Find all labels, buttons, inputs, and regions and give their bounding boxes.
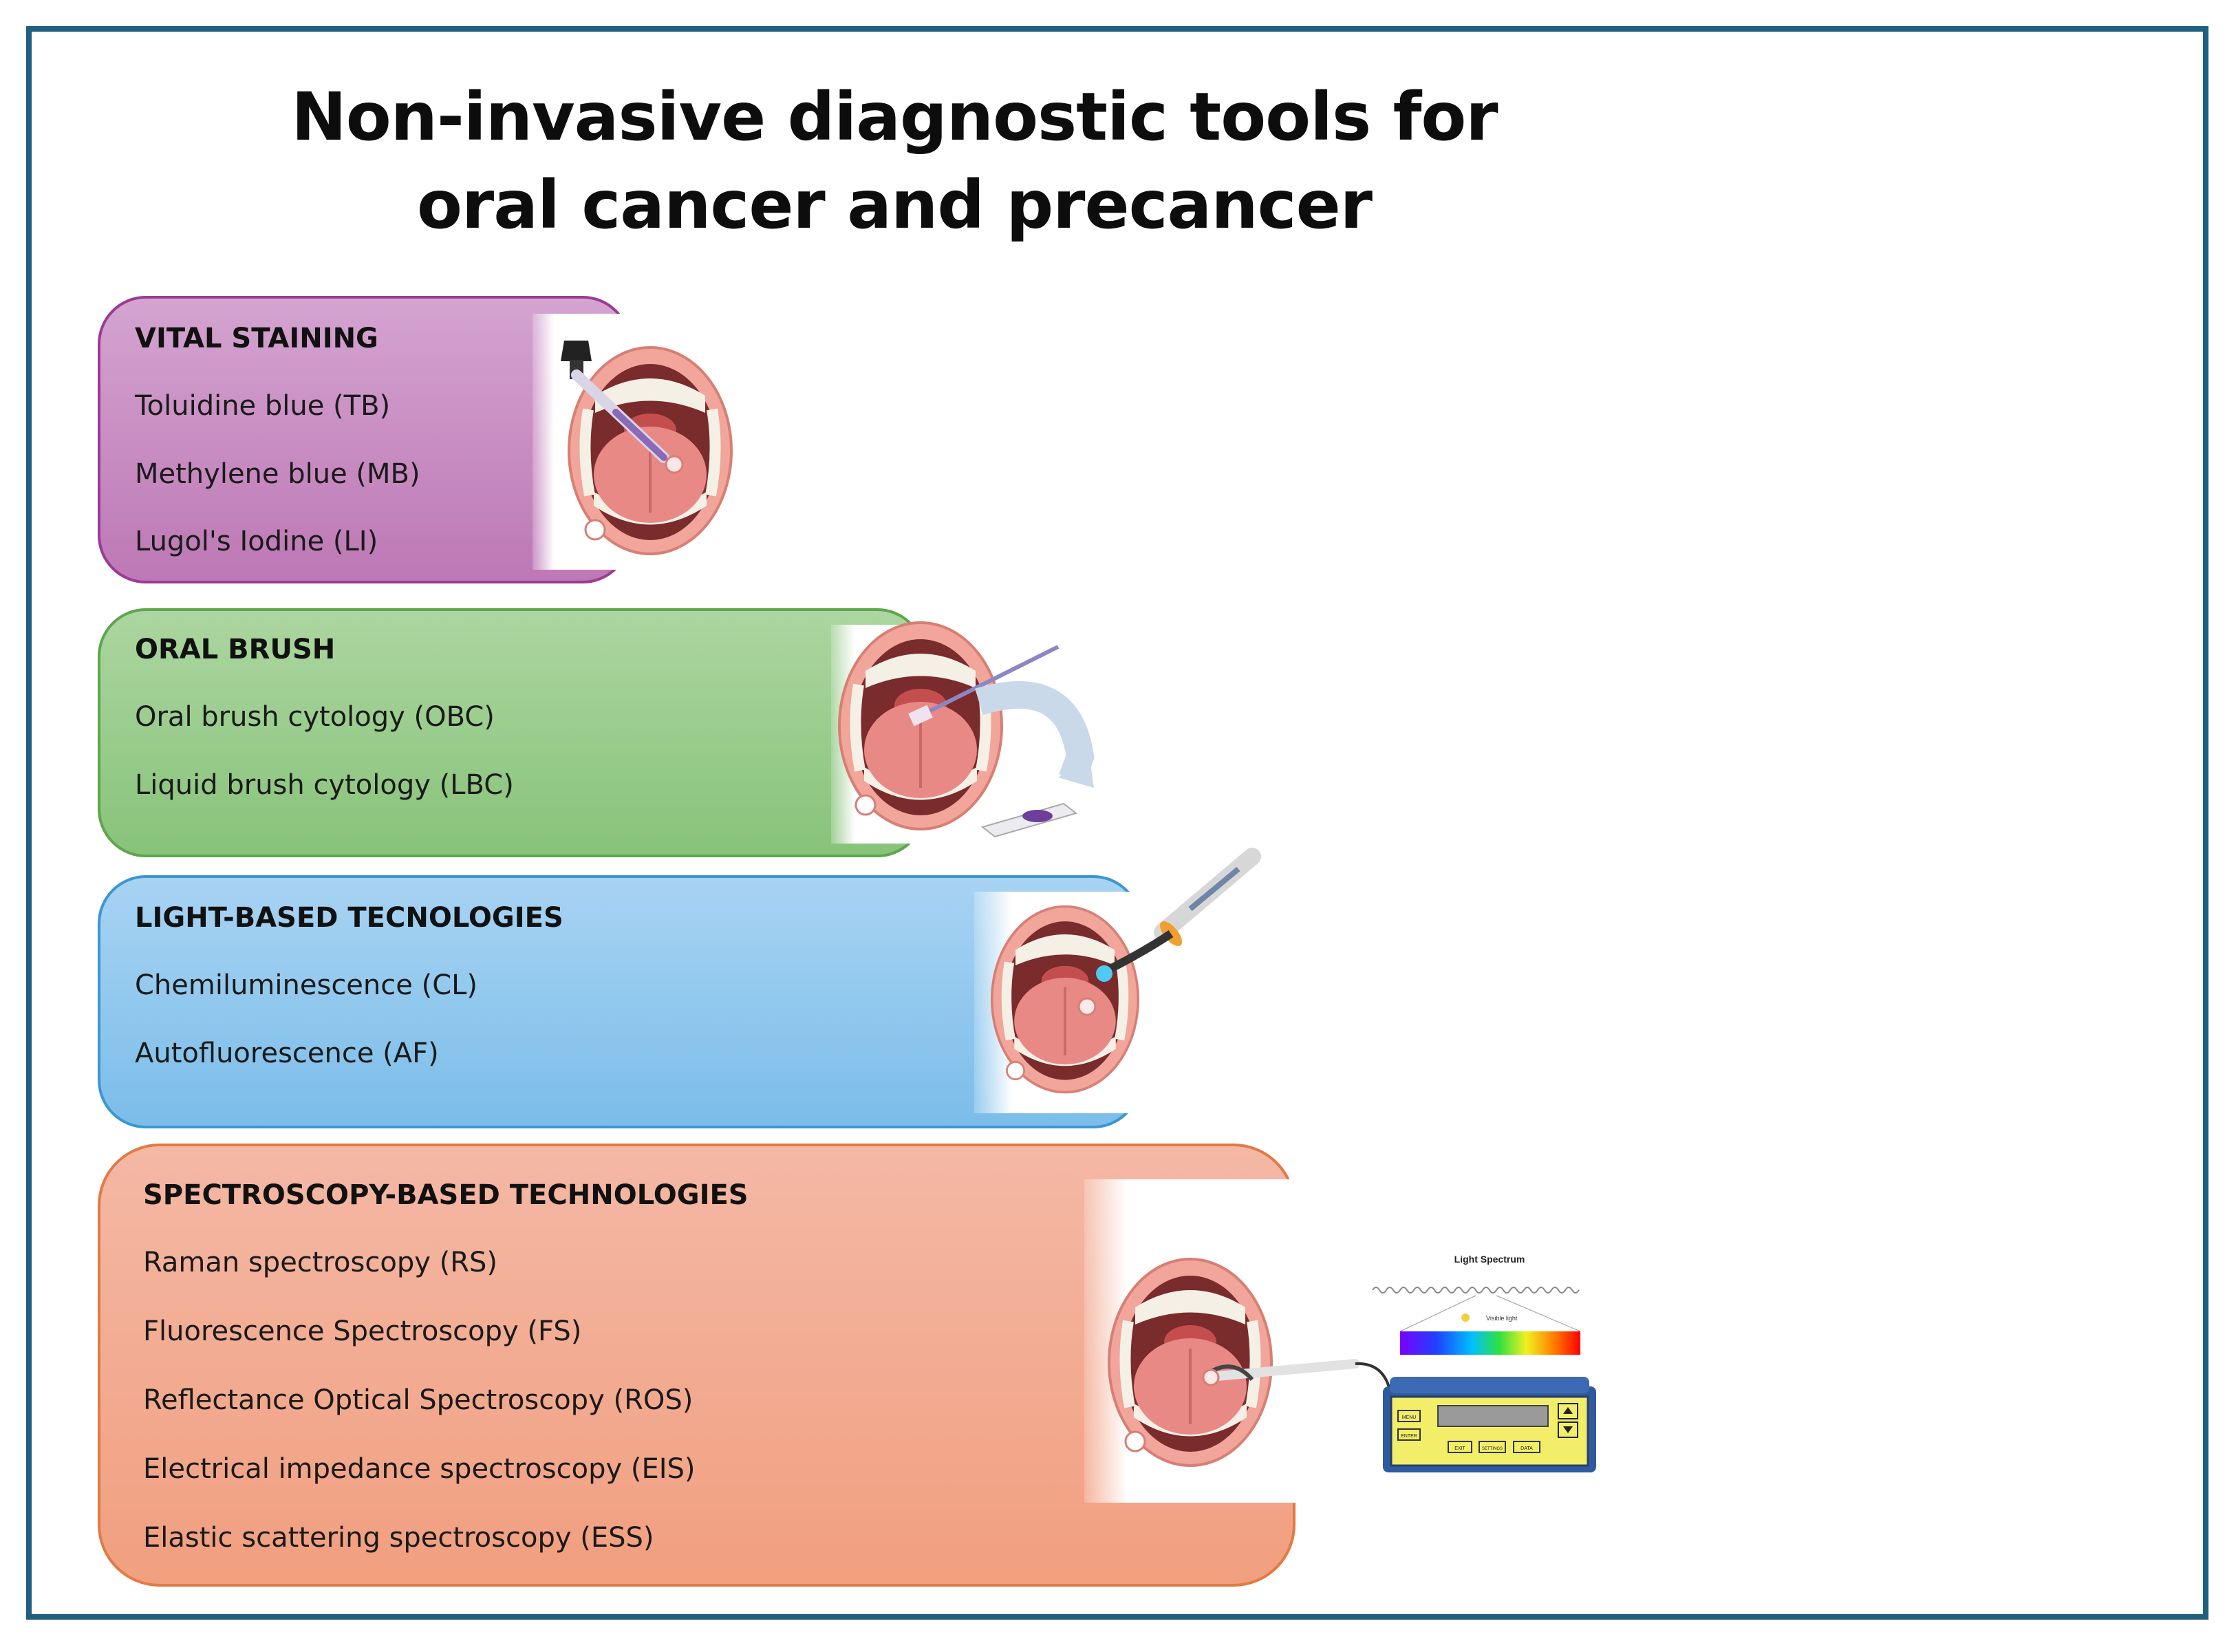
mouth-dropper-illustration [561,341,743,561]
mouth-brush-illustration [831,619,1095,838]
spectrum-title: Light Spectrum [1454,1254,1525,1265]
probe-icon [1202,1359,1391,1391]
key-label: ENTER [1401,1434,1417,1439]
dropper-icon [561,341,684,474]
spectroscopy-illustration [1101,1252,1391,1486]
key-label: MENU [1402,1415,1417,1420]
list-item: Lugol's Iodine (LI) [135,526,378,557]
card-heading: VITAL STAINING [135,323,378,354]
list-item: Raman spectroscopy (RS) [143,1247,497,1278]
card-spectroscopy-based: SPECTROSCOPY-BASED TECHNOLOGIES Raman sp… [98,1144,1298,1587]
spectrometer-icon: MENU ENTER EXIT SETTINGS DATA [1383,1373,1596,1476]
key-label: SETTINGS [1482,1447,1503,1451]
list-item: Methylene blue (MB) [135,458,420,490]
brush-icon [908,645,1060,727]
list-item: Electrical impedance spectroscopy (EIS) [143,1453,696,1485]
list-item: Elastic scattering spectroscopy (ESS) [143,1522,654,1554]
light-spectrum-graphic: Light Spectrum Visible light [1372,1254,1581,1355]
card-light-based: LIGHT-BASED TECNOLOGIES Chemiluminescenc… [98,875,1146,1128]
list-item: Oral brush cytology (OBC) [135,701,495,733]
list-item: Toluidine blue (TB) [135,390,391,422]
list-item: Liquid brush cytology (LBC) [135,769,514,801]
slide-icon [980,802,1078,838]
figure-title-line-2: oral cancer and precancer [416,167,1373,244]
card-heading: ORAL BRUSH [135,634,336,665]
spectrum-bar [1400,1331,1580,1355]
figure-title-line-1: Non-invasive diagnostic tools for [291,78,1498,155]
card-heading: LIGHT-BASED TECNOLOGIES [135,902,563,934]
card-vital-staining: VITAL STAINING Toluidine blue (TB) Methy… [98,296,631,583]
mouth-light-pen-illustration [991,848,1261,1091]
light-pen-icon [1077,848,1261,1016]
list-item: Fluorescence Spectroscopy (FS) [143,1316,582,1347]
list-item: Autofluorescence (AF) [135,1038,439,1069]
card-heading: SPECTROSCOPY-BASED TECHNOLOGIES [143,1179,749,1211]
list-item: Chemiluminescence (CL) [135,969,478,1001]
figure-frame [26,26,2208,1620]
key-label: DATA [1520,1446,1533,1451]
card-oral-brush: ORAL BRUSH Oral brush cytology (OBC) Liq… [98,608,926,857]
list-item: Reflectance Optical Spectroscopy (ROS) [143,1384,694,1416]
key-label: EXIT [1454,1446,1465,1451]
visible-light-label: Visible light [1486,1315,1518,1322]
